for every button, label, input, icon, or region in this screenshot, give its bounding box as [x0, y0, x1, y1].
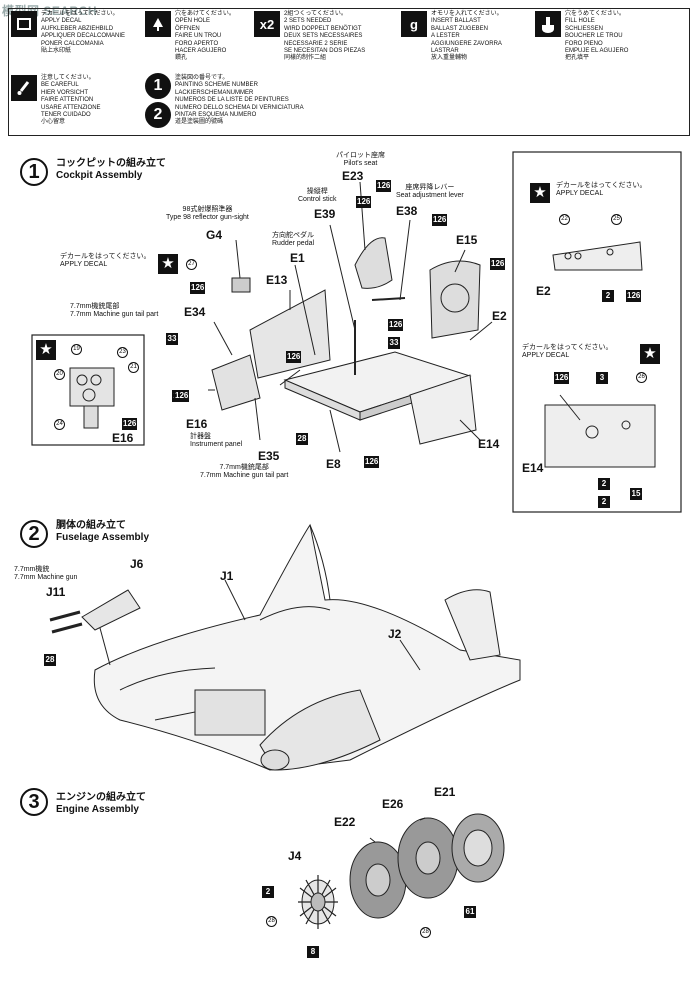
legend-paint-text: 塗装図の番号です。 PAINTING SCHEME NUMBER LACKIER…	[175, 75, 304, 126]
decal-27: 27	[186, 259, 197, 270]
step-1-number: 1	[20, 158, 48, 186]
label-instrument-panel: 計器盤 Instrument panel	[190, 433, 243, 449]
part-E26: E26	[382, 797, 404, 811]
paint-126: 126	[356, 196, 372, 208]
label-pilot-seat: パイロット座席 Pilot's seat	[336, 152, 385, 168]
paint-number-2-icon: 2	[145, 102, 171, 128]
step-3-title: エンジンの組み立て Engine Assembly	[56, 792, 146, 815]
paint-28-circle: 28	[266, 916, 277, 927]
part-E23: E23	[342, 169, 364, 183]
label-machine-gun: 7.7mm機銃 7.7mm Machine gun	[14, 566, 78, 582]
decal-24: 24	[54, 419, 65, 430]
part-E2: E2	[536, 284, 551, 298]
paint-2: 2	[598, 496, 610, 508]
decal-19: 19	[71, 344, 82, 355]
step-1-title: コックピットの組み立て Cockpit Assembly	[56, 158, 166, 181]
label-apply-decal-left: デカールをはってください。 APPLY DECAL	[60, 253, 151, 269]
label-mg-tail-2: 7.7mm機銃尾部 7.7mm Machine gun tail part	[200, 464, 289, 480]
paint-126: 126	[490, 258, 506, 270]
part-E15: E15	[456, 233, 478, 247]
part-E8: E8	[326, 457, 341, 471]
paint-15: 15	[630, 488, 642, 500]
legend-decal-text: デカールをはってください。 APPLY DECAL AUFKLEBER ABZI…	[41, 11, 126, 55]
decal-star-icon: ★	[530, 183, 550, 203]
part-J2: J2	[388, 627, 402, 641]
part-E16: E16	[186, 417, 208, 431]
decal-star-icon: ★	[158, 254, 178, 274]
paint-126: 126	[174, 390, 190, 402]
paint-126: 126	[432, 214, 448, 226]
part-E21: E21	[434, 785, 456, 799]
ballast-icon: g	[401, 11, 427, 37]
paint-2: 2	[262, 886, 274, 898]
paint-8: 8	[307, 946, 319, 958]
legend-ballast-text: オモリを入れてください。 INSERT BALLAST BALLAST ZUGE…	[431, 11, 503, 62]
legend-x2-text: 2組つくってください。 2 SETS NEEDED WIRD DOPPELT B…	[284, 11, 366, 62]
part-J11: J11	[46, 585, 66, 599]
decal-23: 23	[117, 347, 128, 358]
part-G4: G4	[206, 228, 223, 242]
label-rudder-pedal: 方向舵ペダル Rudder pedal	[272, 232, 315, 248]
label-control-stick: 操縦桿 Control stick	[298, 188, 337, 204]
legend-box: デカールをはってください。 APPLY DECAL AUFKLEBER ABZI…	[8, 8, 690, 136]
legend-fill-text: 穴をうめてください。 FILL HOLE SCHLIESSEN BOUCHER …	[565, 11, 629, 62]
paint-126: 126	[364, 456, 380, 468]
part-E14: E14	[478, 437, 500, 451]
label-apply-decal-right-top: デカールをはってください。 APPLY DECAL	[556, 182, 647, 198]
part-E22: E22	[334, 815, 356, 829]
step-2-title: 胴体の組み立て Fuselage Assembly	[56, 520, 150, 543]
decal-20: 20	[54, 369, 65, 380]
paint-33: 33	[166, 333, 178, 345]
paint-126: 126	[190, 282, 206, 294]
paint-28-circle: 28	[420, 927, 431, 938]
label-seat-lever: 座席昇降レバー Seat adjustment lever	[396, 184, 464, 200]
paint-2: 2	[602, 290, 614, 302]
paint-33: 33	[388, 337, 400, 349]
part-E39: E39	[314, 207, 336, 221]
part-E38: E38	[396, 204, 418, 218]
paint-28: 28	[296, 433, 308, 445]
decal-star-icon: ★	[36, 340, 56, 360]
decal-star-icon: ★	[640, 344, 660, 364]
part-E1: E1	[290, 251, 305, 265]
decal-26: 26	[636, 372, 647, 383]
step-2-number: 2	[20, 520, 48, 548]
part-E35: E35	[258, 449, 280, 463]
part-E34: E34	[184, 305, 206, 319]
fill-hole-icon	[535, 11, 561, 37]
part-E13: E13	[266, 273, 288, 287]
decal-21: 21	[128, 362, 139, 373]
part-J6: J6	[130, 557, 144, 571]
paint-126: 126	[626, 290, 642, 302]
paint-2: 2	[598, 478, 610, 490]
decal-22: 22	[559, 214, 570, 225]
decal-icon	[11, 11, 37, 37]
careful-icon	[11, 75, 37, 101]
paint-126: 126	[554, 372, 570, 384]
paint-126: 126	[286, 351, 302, 363]
paint-3: 3	[596, 372, 608, 384]
part-J1: J1	[220, 569, 234, 583]
paint-61: 61	[464, 906, 476, 918]
decal-25: 25	[611, 214, 622, 225]
paint-126: 126	[122, 418, 138, 430]
label-reflector-sight: 98式射爆照準器 Type 98 reflector gun-sight	[166, 206, 249, 222]
label-apply-decal-right-bottom: デカールをはってください。 APPLY DECAL	[522, 344, 613, 360]
label-mg-tail-1: 7.7mm機銃尾部 7.7mm Machine gun tail part	[70, 303, 159, 319]
part-E2: E2	[492, 309, 507, 323]
paint-126: 126	[388, 319, 404, 331]
legend-careful-text: 注意してください。 BE CAREFUL HIER VORSICHT FAIRE…	[41, 75, 101, 126]
part-E16: E16	[112, 431, 134, 445]
paint-126: 126	[376, 180, 392, 192]
paint-28: 28	[44, 654, 56, 666]
legend-hole-text: 穴をあけてください。 OPEN HOLE ÖFFNEN FAIRE UN TRO…	[175, 11, 235, 62]
x2-icon: x2	[254, 11, 280, 37]
step-3-number: 3	[20, 788, 48, 816]
part-J4: J4	[288, 849, 302, 863]
paint-number-1-icon: 1	[145, 73, 171, 99]
part-E14: E14	[522, 461, 544, 475]
open-hole-icon	[145, 11, 171, 37]
